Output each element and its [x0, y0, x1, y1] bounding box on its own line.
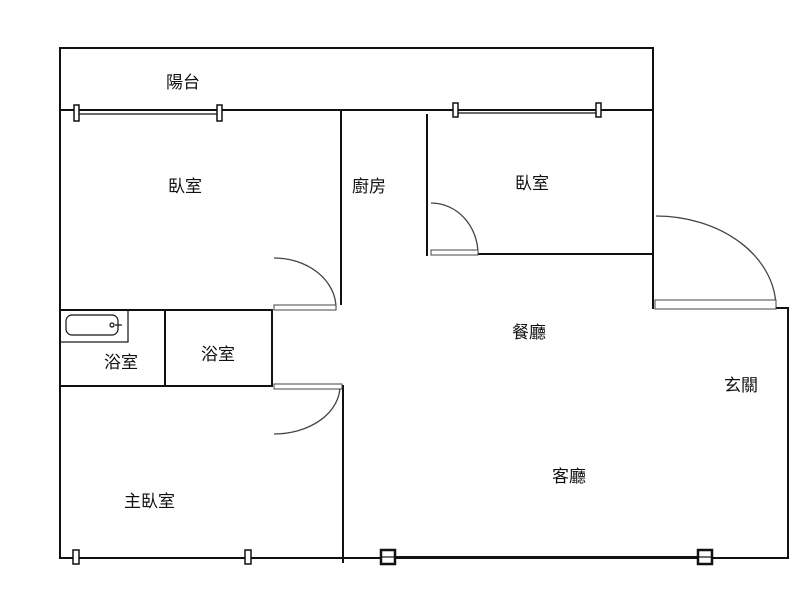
room-label-bath: 浴室 [201, 345, 235, 365]
room-label-balcony: 陽台 [166, 73, 200, 93]
room-label-entrance: 玄關 [724, 376, 758, 396]
door-master-bedroom [273, 383, 343, 435]
room-label-bedroom-left: 臥室 [168, 177, 202, 197]
room-label-bedroom-right: 臥室 [515, 174, 549, 194]
room-label-master-bedroom: 主臥室 [124, 492, 175, 512]
windows-bottom [72, 548, 714, 566]
door-bedroom-right [430, 202, 479, 256]
interior-walls [59, 109, 654, 563]
room-label-dining: 餐廳 [512, 323, 546, 343]
door-entrance [654, 215, 777, 310]
room-label-living: 客廳 [552, 467, 586, 487]
room-label-kitchen: 廚房 [352, 177, 386, 197]
bathtub-icon [59, 309, 129, 343]
room-label-bath-small: 浴室 [104, 353, 138, 373]
door-bedroom-left [273, 257, 337, 311]
windows-top [73, 102, 602, 122]
balcony-divider [59, 109, 654, 115]
